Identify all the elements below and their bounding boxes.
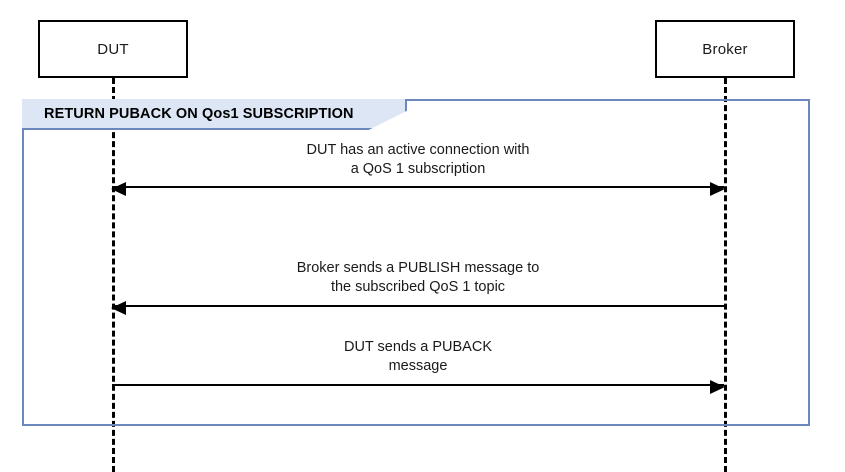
arrowhead-right-icon [710, 380, 725, 394]
participant-box-dut[interactable]: DUT [38, 20, 188, 78]
participant-label-broker: Broker [702, 40, 748, 58]
arrowhead-right-icon [710, 182, 725, 196]
fragment-label-text: RETURN PUBACK ON Qos1 SUBSCRIPTION [44, 105, 354, 122]
message-caption-2: Broker sends a PUBLISH message to the su… [296, 260, 540, 295]
message-line-3 [112, 380, 725, 394]
lifeline-dut [112, 78, 115, 472]
participant-label-dut: DUT [97, 40, 129, 58]
message-caption-3: DUT sends a PUBACK message [343, 339, 492, 374]
message-caption-1: DUT has an active connection with a QoS … [306, 142, 530, 177]
arrowhead-left-icon [111, 182, 126, 196]
message-line-1 [111, 182, 725, 196]
fragment-label-tab[interactable]: RETURN PUBACK ON Qos1 SUBSCRIPTION [22, 99, 407, 130]
lifeline-broker [724, 78, 727, 472]
participant-box-broker[interactable]: Broker [655, 20, 795, 78]
message-line-2 [111, 301, 724, 315]
arrowhead-left-icon [111, 301, 126, 315]
fragment-frame[interactable] [22, 99, 810, 426]
